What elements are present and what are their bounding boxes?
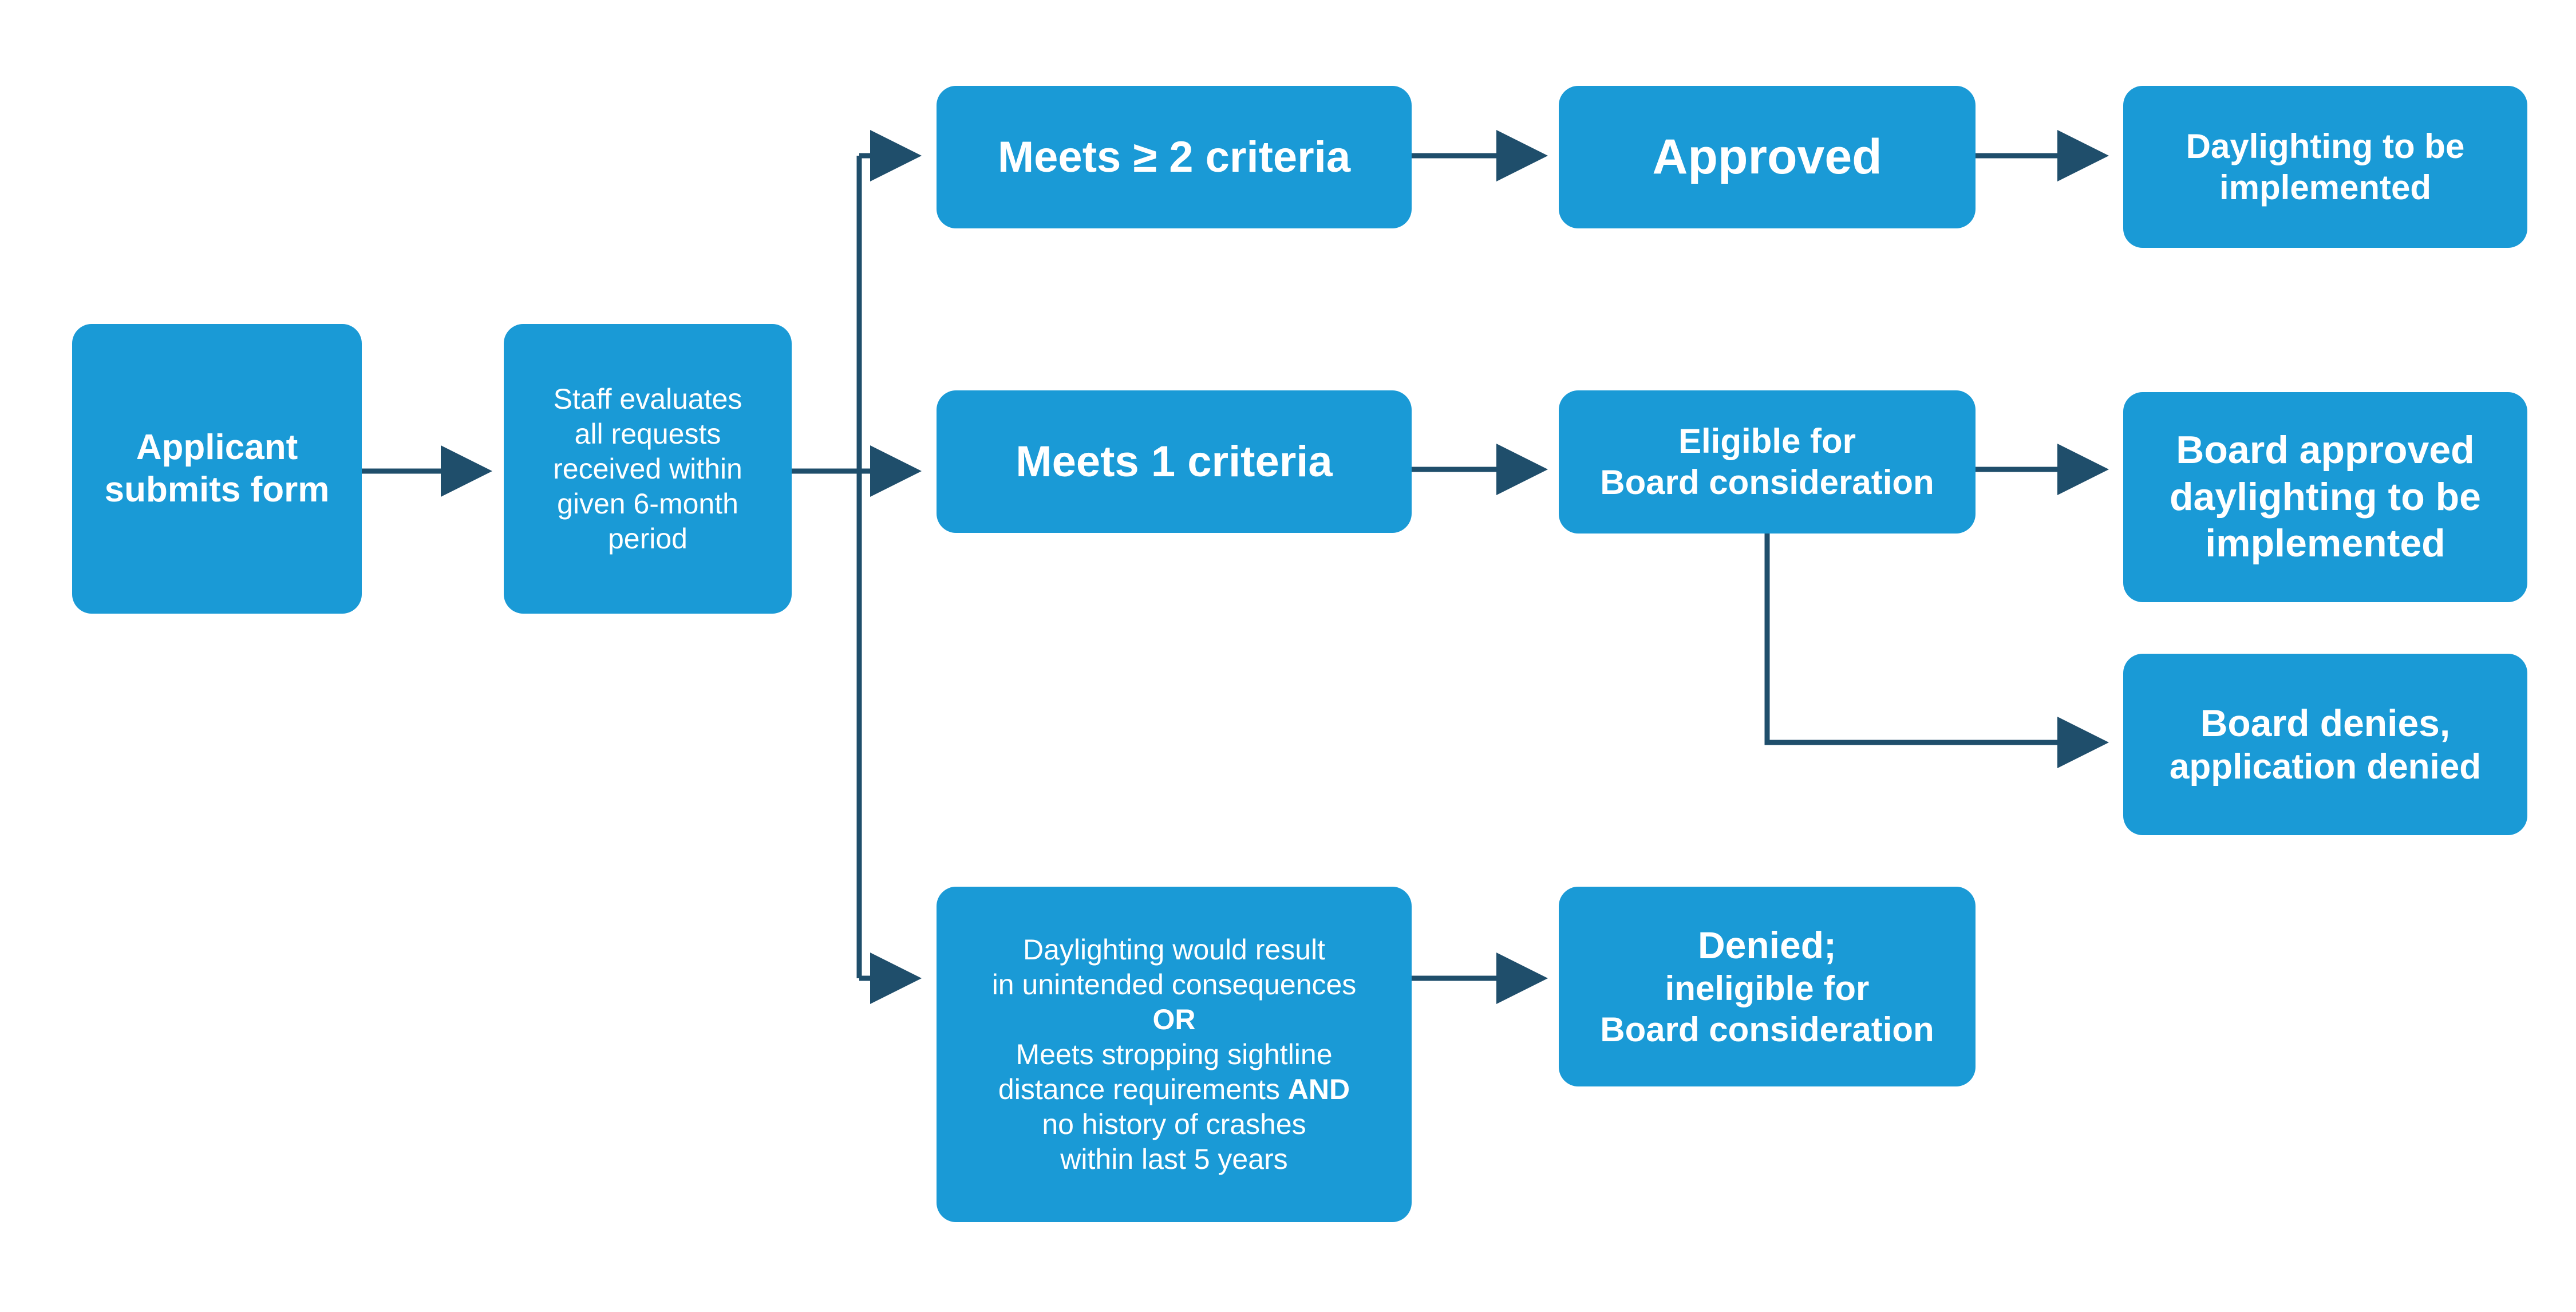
board-approved-node: Board approved daylighting to be impleme… bbox=[2123, 392, 2527, 602]
approved-label: Approved bbox=[1652, 129, 1882, 184]
staff-evaluates-line: Staff evaluates bbox=[553, 382, 742, 415]
consequences-or-label: OR bbox=[1152, 1003, 1196, 1036]
consequences-and-label: AND bbox=[1287, 1073, 1350, 1105]
staff-evaluates-line: given 6-month bbox=[557, 487, 738, 520]
daylighting-line: Daylighting to be bbox=[2186, 127, 2465, 165]
applicant-node-line: Applicant bbox=[136, 427, 298, 467]
staff-evaluates-line: all requests bbox=[574, 417, 721, 450]
consequences-line: in unintended consequences bbox=[991, 968, 1357, 1001]
staff-evaluates-node: Staff evaluates all requests received wi… bbox=[504, 324, 792, 614]
applicant-node: Applicant submits form bbox=[72, 324, 362, 614]
arrow-eligible-to-board-denies bbox=[1764, 534, 2109, 768]
consequences-line: Meets stropping sightline bbox=[1016, 1038, 1333, 1070]
staff-evaluates-line: received within bbox=[553, 452, 742, 485]
consequences-line: distance requirements AND bbox=[998, 1072, 1350, 1107]
meets-two-prefix: Meets bbox=[997, 132, 1133, 181]
eligible-board-line: Board consideration bbox=[1600, 463, 1934, 501]
meets-one-criteria-node: Meets 1 criteria bbox=[937, 390, 1412, 533]
eligible-board-line: Eligible for bbox=[1678, 422, 1856, 460]
board-approved-line: implemented bbox=[2205, 521, 2445, 566]
denied-line: Denied; bbox=[1697, 923, 1837, 966]
consequences-line-text: distance requirements bbox=[998, 1073, 1288, 1105]
eligible-board-node: Eligible for Board consideration bbox=[1559, 390, 1976, 534]
board-approved-line: Board approved bbox=[2176, 428, 2475, 472]
denied-line: ineligible for bbox=[1665, 969, 1870, 1008]
unintended-consequences-node: Daylighting would result in unintended c… bbox=[937, 887, 1412, 1222]
board-denies-node: Board denies, application denied bbox=[2123, 654, 2527, 835]
consequences-line: Daylighting would result bbox=[1022, 933, 1326, 966]
meets-two-criteria-node: Meets ≥ 2 criteria bbox=[937, 86, 1412, 228]
board-approved-line: daylighting to be bbox=[2170, 475, 2481, 519]
greater-equal-symbol: ≥ bbox=[1133, 132, 1157, 181]
consequences-line: within last 5 years bbox=[1060, 1143, 1288, 1175]
meets-two-criteria-label: Meets ≥ 2 criteria bbox=[998, 131, 1350, 183]
approved-node: Approved bbox=[1559, 86, 1976, 228]
denied-line: Board consideration bbox=[1600, 1010, 1934, 1049]
board-denies-line: application denied bbox=[2169, 746, 2482, 787]
daylighting-line: implemented bbox=[2219, 168, 2432, 207]
daylighting-implemented-node: Daylighting to be implemented bbox=[2123, 86, 2527, 248]
meets-one-criteria-label: Meets 1 criteria bbox=[1016, 437, 1333, 486]
consequences-line: no history of crashes bbox=[1042, 1108, 1306, 1140]
meets-two-suffix: 2 criteria bbox=[1157, 132, 1351, 181]
board-denies-line: Board denies, bbox=[2200, 701, 2451, 744]
denied-ineligible-node: Denied; ineligible for Board considerati… bbox=[1559, 887, 1976, 1086]
applicant-node-line: submits form bbox=[104, 470, 330, 509]
staff-evaluates-line: period bbox=[608, 522, 688, 555]
